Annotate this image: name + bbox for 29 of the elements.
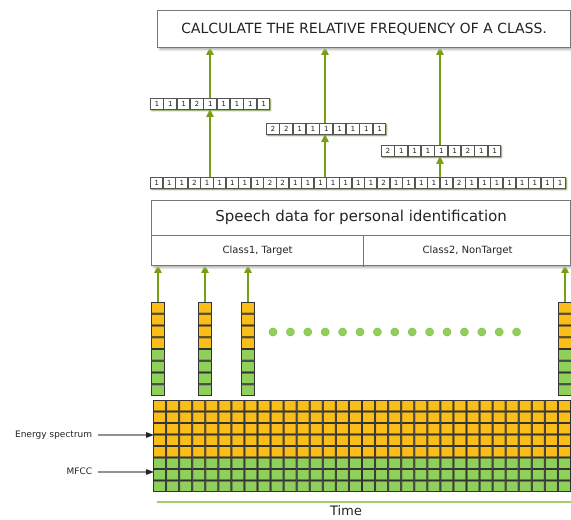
- number-row: [150, 177, 566, 189]
- class-label-box: Class1, Target: [152, 235, 364, 267]
- spectrogram-grid: [153, 400, 571, 492]
- arrow: [561, 265, 569, 302]
- row-label: Energy spectrum: [4, 428, 92, 442]
- arrow: [98, 432, 154, 438]
- number-row: [150, 98, 270, 110]
- arrow: [98, 469, 154, 475]
- speech-data-panel: [151, 200, 571, 266]
- arrow: [436, 47, 444, 145]
- arrow: [206, 47, 214, 98]
- arrow: [321, 134, 329, 177]
- arrow: [206, 109, 214, 177]
- panel-heading: Speech data for personal identification: [214, 207, 508, 225]
- feature-vector-column: [241, 302, 255, 396]
- feature-vector-column: [151, 302, 165, 396]
- arrow: [154, 265, 162, 302]
- number-row: [381, 145, 501, 157]
- axis-label: Time: [330, 504, 362, 519]
- arrow: [244, 265, 252, 302]
- feature-vector-column: [198, 302, 212, 396]
- number-row: [266, 123, 386, 135]
- class-label-box: Class2, NonTarget: [364, 235, 571, 267]
- arrow: [321, 47, 329, 123]
- arrow: [436, 156, 444, 177]
- calculation-box: CALCULATE THE RELATIVE FREQUENCY OF A CLASS.: [157, 10, 571, 48]
- row-label: MFCC: [4, 465, 92, 479]
- arrow: [201, 265, 209, 302]
- feature-vector-column: [558, 302, 571, 396]
